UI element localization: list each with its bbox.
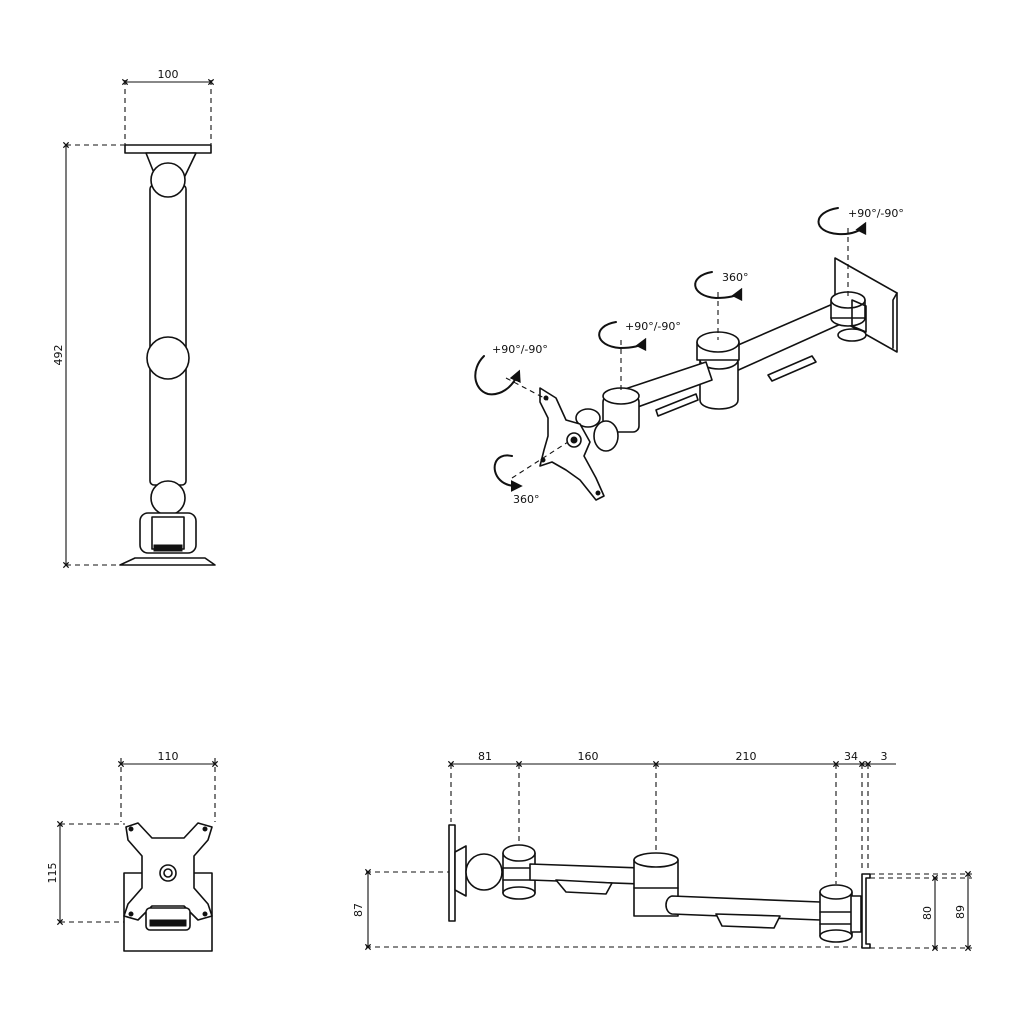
top-right-outer-dim: 89 [954,905,967,919]
top-seg-3-dim: 210 [736,750,757,763]
top-right-inner-dim: 80 [921,906,934,920]
rotation-wall-pivot-label: +90°/-90° [848,207,904,220]
side-view: 100 492 [52,68,216,569]
rotation-tilt-label: +90°/-90° [492,343,548,356]
top-seg-2-dim: 160 [578,750,599,763]
front-view: 110 115 [46,750,219,952]
side-height-dim: 492 [52,345,65,366]
perspective-view: +90°/-90° 360° +90°/-90° +90°/-90° 360° [474,207,904,506]
front-width-dim: 110 [158,750,179,763]
front-height-dim: 115 [46,863,59,884]
rotation-middle-pivot-label: 360° [722,271,749,284]
rotation-head-pivot-label: +90°/-90° [625,320,681,333]
top-seg-1-dim: 81 [478,750,492,763]
top-left-height-dim: 87 [352,903,365,917]
top-view: 81 160 210 34 3 87 80 89 [352,750,972,952]
side-width-dim: 100 [158,68,179,81]
rotation-plate-label: 360° [513,493,540,506]
top-seg-5-dim: 3 [881,750,888,763]
top-seg-4-dim: 34 [844,750,858,763]
